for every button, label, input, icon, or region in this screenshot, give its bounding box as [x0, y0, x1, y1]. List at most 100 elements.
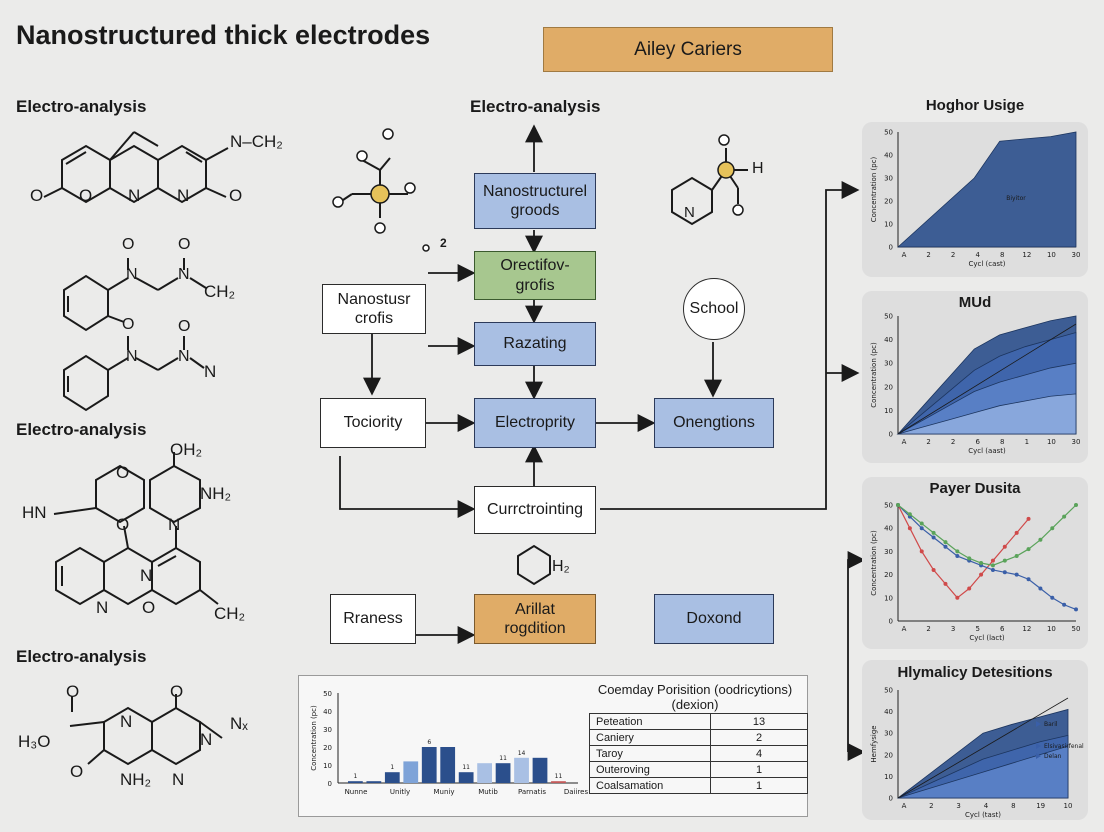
legend-label: Elsivasirfenal: [1044, 743, 1084, 750]
series-area: [897, 393, 1077, 435]
page-title: Nanostructured thick electrodes: [16, 20, 431, 50]
bar-value-label: 1: [390, 764, 394, 771]
data-point: [1074, 607, 1078, 612]
x-tick-label: A: [902, 625, 907, 633]
x-tick-label: 8: [1011, 802, 1015, 810]
trend-line: [897, 323, 1077, 435]
x-tick-label: 10: [1047, 251, 1056, 259]
x-axis-label: Cycl (aast): [968, 447, 1006, 455]
flow-box-doxond[interactable]: Doxond: [654, 594, 774, 644]
section-label: Electro-analysis: [470, 97, 601, 116]
data-point: [990, 563, 995, 568]
flow-box-rraness[interactable]: Rraness: [330, 594, 416, 644]
chart-title: Hoghor Usige: [925, 97, 1025, 114]
flow-box-onengtions[interactable]: Onengtions: [654, 398, 774, 448]
data-point: [990, 567, 995, 572]
y-tick-label: 40: [884, 152, 893, 160]
y-tick-label: 10: [323, 762, 332, 770]
x-tick-label: Mutib: [478, 788, 498, 796]
legend-label: Delan: [1044, 753, 1062, 760]
x-tick-label: A: [902, 802, 907, 810]
data-point: [1002, 570, 1007, 575]
bar-value-label: 11: [555, 773, 563, 780]
data-point: [979, 561, 984, 565]
x-tick-label: Muniy: [434, 788, 455, 796]
legend-label: Biyitor: [1006, 195, 1026, 202]
flow-box-tociority[interactable]: Tociority: [320, 398, 426, 448]
data-point: [943, 544, 948, 549]
x-tick-label: 12: [1022, 251, 1031, 259]
bar-value-label: 6: [427, 739, 431, 746]
y-tick-label: 20: [884, 571, 893, 579]
flow-node-school[interactable]: School: [683, 278, 745, 340]
x-tick-label: Parnatis: [518, 788, 546, 796]
bar: [384, 772, 400, 783]
data-point: [955, 595, 960, 600]
flow-box-nanostusr-crofis[interactable]: Nanostusr crofis: [322, 284, 426, 334]
legend-marker: [1036, 721, 1041, 727]
y-axis-label: Concentration (pc): [310, 705, 318, 771]
x-tick-label: 3: [951, 625, 955, 633]
data-point: [943, 540, 948, 545]
x-tick-label: A: [902, 251, 907, 259]
data-point: [1050, 595, 1055, 600]
series-line: [897, 504, 1077, 566]
y-tick-label: 10: [884, 407, 893, 415]
x-tick-label: 10: [1047, 625, 1056, 633]
molecule-label: CH₂: [214, 604, 246, 623]
section-label: Electro-analysis: [16, 647, 147, 666]
flow-box-nanostructurel-groods[interactable]: Nanostructurel groods: [474, 173, 596, 229]
x-tick-label: 3: [956, 802, 960, 810]
y-tick-label: 50: [884, 687, 893, 695]
bar: [532, 757, 548, 783]
data-point: [931, 530, 936, 535]
data-point: [955, 549, 960, 554]
y-tick-label: 40: [884, 336, 893, 344]
y-tick-label: 50: [884, 129, 893, 137]
data-point: [896, 503, 900, 507]
bar: [477, 763, 492, 783]
chart-title: Hlymalicy Detesitions: [897, 664, 1053, 681]
x-tick-label: 2: [929, 802, 933, 810]
molecule-label: H₂: [552, 558, 570, 575]
flow-box-currctrointing[interactable]: Currctrointing: [474, 486, 596, 534]
y-tick-label: 40: [323, 708, 332, 716]
x-tick-label: 8: [1000, 251, 1004, 259]
bar: [348, 781, 363, 783]
x-tick-label: 2: [926, 438, 930, 446]
x-tick-label: 6: [1000, 625, 1005, 633]
section-label: Electro-analysis: [16, 97, 147, 116]
molecule-label: 2: [440, 236, 447, 250]
trend-line: [897, 697, 1069, 799]
series-line: [897, 504, 1077, 610]
banner-label: Ailey Cariers: [543, 27, 833, 72]
data-point: [907, 526, 912, 531]
bar-value-label: 1: [353, 773, 357, 780]
y-tick-label: 40: [884, 525, 893, 533]
table-cell-value: 13: [710, 713, 808, 730]
bar-value-label: 11: [499, 755, 507, 762]
bar: [514, 757, 529, 783]
flow-box-razating[interactable]: Razating: [474, 322, 596, 366]
x-tick-label: 1: [1025, 438, 1029, 446]
molecule-label: NH₂: [120, 770, 152, 789]
bar-value-label: 14: [518, 750, 526, 757]
data-point: [967, 586, 972, 591]
bar: [440, 747, 456, 783]
flow-box-electroprity[interactable]: Electroprity: [474, 398, 596, 448]
flow-box-arillat-rogdition[interactable]: Arillat rogdition: [474, 594, 596, 644]
x-tick-label: 19: [1036, 802, 1045, 810]
x-tick-label: 12: [1022, 625, 1031, 633]
x-tick-label: Unitly: [390, 788, 410, 796]
y-tick-label: 30: [884, 730, 893, 738]
bar: [495, 763, 511, 783]
series-line: [897, 504, 1029, 599]
flow-box-orectifov-grofis[interactable]: Orectifov- grofis: [474, 251, 596, 300]
y-tick-label: 20: [884, 751, 893, 759]
